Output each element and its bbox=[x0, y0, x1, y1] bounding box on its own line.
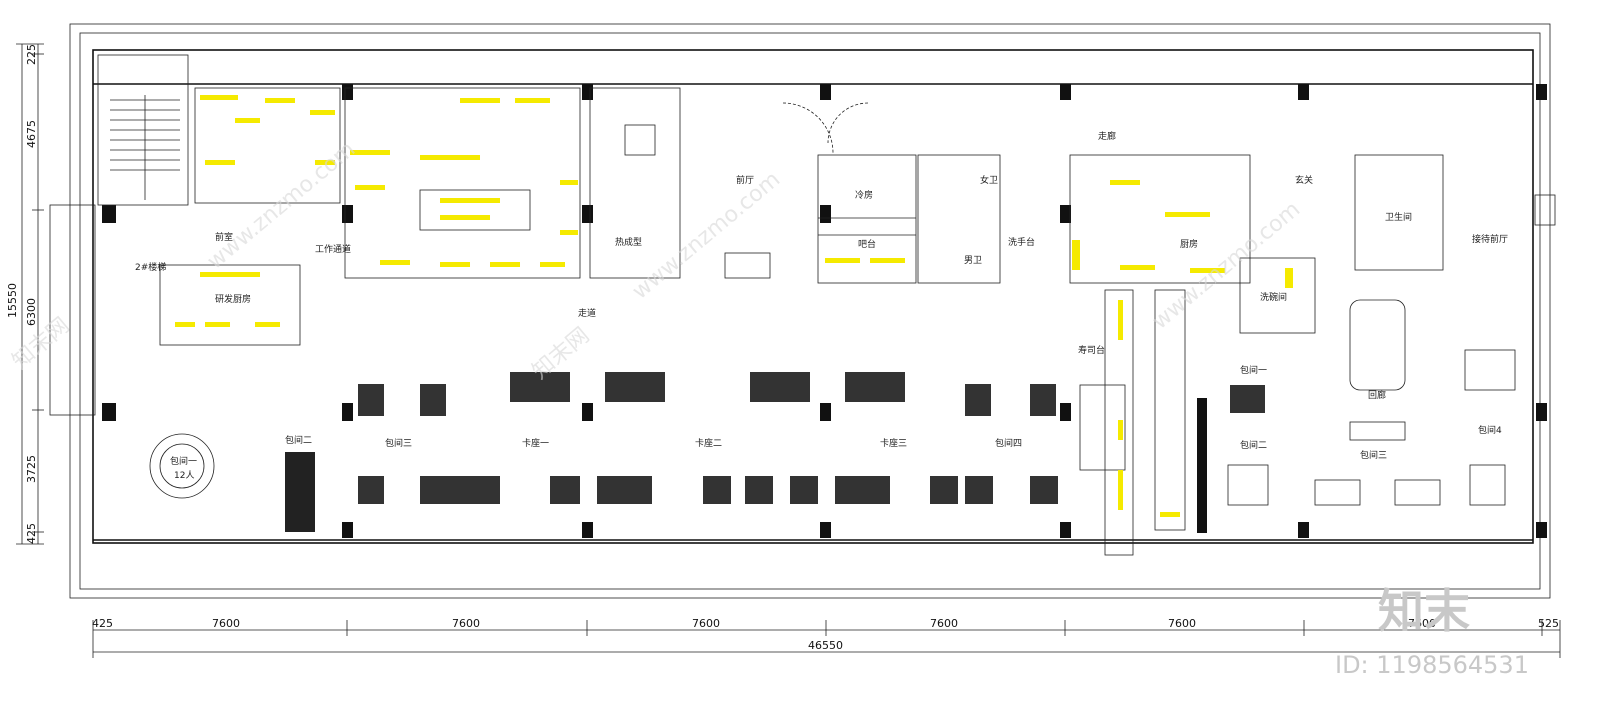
left-dimensions: 15550 225 4675 6300 3725 425 bbox=[6, 43, 44, 545]
label-baojian-1-cap: 12人 bbox=[174, 470, 194, 481]
watermark-site-cn-1: 知末网 bbox=[8, 313, 75, 375]
dim-bay-2: 7600 bbox=[452, 617, 480, 630]
bottom-dimensions: 425 7600 7600 7600 7600 7600 7600 525 46… bbox=[92, 617, 1561, 658]
label-xishoutai: 洗手台 bbox=[1008, 236, 1035, 248]
label-kazuo-1: 卡座一 bbox=[522, 437, 549, 449]
label-chufang: 厨房 bbox=[1180, 238, 1198, 250]
label-r-baojian-3: 包间三 bbox=[1360, 449, 1387, 461]
watermark-logo: 知末 bbox=[1378, 584, 1470, 638]
label-baojian-3: 包间三 bbox=[385, 437, 412, 449]
label-shousi-tai: 寿司台 bbox=[1078, 344, 1105, 356]
dim-left-seg-5: 425 bbox=[25, 523, 38, 544]
label-zoulang-top: 走廊 bbox=[1098, 130, 1116, 142]
label-r-baojian-2: 包间二 bbox=[1240, 439, 1267, 451]
label-nanwei: 男卫 bbox=[964, 255, 982, 266]
dim-bay-6: 7600 bbox=[1408, 617, 1436, 630]
dim-right-edge: 525 bbox=[1538, 617, 1559, 630]
outer-boundary bbox=[69, 23, 1551, 599]
dim-total: 46550 bbox=[808, 639, 843, 652]
label-xiwanjian: 洗碗间 bbox=[1260, 291, 1287, 303]
dim-left-seg-1: 225 bbox=[25, 44, 38, 65]
front-hall-zone bbox=[724, 102, 869, 279]
dim-bay-1: 7600 bbox=[212, 617, 240, 630]
label-kazuo-3: 卡座三 bbox=[880, 437, 907, 449]
watermark-site-2: www.znzmo.com bbox=[628, 167, 785, 305]
label-huiting: 回廊 bbox=[1368, 389, 1386, 401]
label-weishengjian: 卫生间 bbox=[1385, 211, 1412, 223]
label-lengfang: 冷房 bbox=[855, 189, 873, 201]
label-batai: 吧台 bbox=[858, 238, 876, 250]
kitchen-zone bbox=[159, 87, 681, 346]
dim-bay-5: 7600 bbox=[1168, 617, 1196, 630]
dim-left-seg-2: 4675 bbox=[25, 120, 38, 148]
outer-boundary-inner bbox=[79, 32, 1541, 590]
sushi-counter-zone bbox=[1079, 289, 1207, 556]
label-qianshi: 前室 bbox=[215, 231, 233, 243]
label-chengpin-jian: 热成型 bbox=[615, 236, 642, 248]
right-kitchen-zone bbox=[1069, 154, 1444, 334]
dim-bay-3: 7600 bbox=[692, 617, 720, 630]
label-r-baojian-1: 包间一 bbox=[1240, 364, 1267, 376]
room-labels: 前室 2#楼梯 工作通道 研发厨房 热成型 前厅 冷房 吧台 女卫 男卫 洗手台… bbox=[135, 130, 1508, 481]
dim-left-edge: 425 bbox=[92, 617, 113, 630]
label-yanfa-chufang: 研发厨房 bbox=[215, 293, 251, 305]
columns bbox=[102, 84, 1547, 538]
building-wall bbox=[92, 49, 1534, 544]
label-baojian-4: 包间四 bbox=[995, 437, 1022, 449]
label-nvwei: 女卫 bbox=[980, 174, 998, 186]
service-zone bbox=[817, 154, 1001, 284]
label-jiedai-canting: 接待前厅 bbox=[1472, 233, 1508, 245]
stairwell bbox=[49, 54, 189, 416]
dim-bay-4: 7600 bbox=[930, 617, 958, 630]
label-baojian-2: 包间二 bbox=[285, 434, 312, 446]
label-xuanguan: 玄关 bbox=[1295, 174, 1313, 186]
label-r-baojian-4: 包间4 bbox=[1478, 424, 1502, 436]
label-gongzuo-tongdao: 工作通道 bbox=[315, 243, 351, 255]
dim-left-seg-4: 3725 bbox=[25, 455, 38, 483]
label-zoulang-mid: 走道 bbox=[578, 307, 596, 319]
dim-left-seg-3: 6300 bbox=[25, 298, 38, 326]
label-qianting: 前厅 bbox=[736, 174, 754, 186]
label-baojian-1: 包间一 bbox=[170, 455, 197, 467]
label-stair2: 2#楼梯 bbox=[135, 261, 166, 273]
label-kazuo-2: 卡座二 bbox=[695, 437, 722, 449]
watermark-id: ID: 1198564531 bbox=[1335, 651, 1529, 679]
dining-zone bbox=[149, 194, 1556, 532]
dim-left-total: 15550 bbox=[6, 283, 19, 318]
watermark-site-3: www.znzmo.com bbox=[1148, 197, 1305, 335]
